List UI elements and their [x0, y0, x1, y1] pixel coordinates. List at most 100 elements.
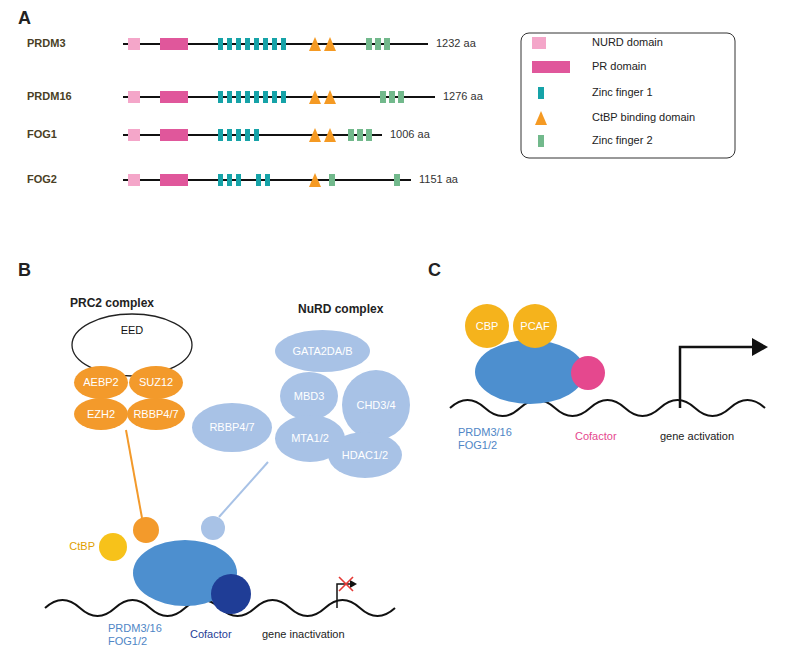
zinc-finger-1: [236, 174, 241, 186]
pr-domain: [160, 174, 188, 186]
cofactor-circle: Cofactor: [571, 356, 605, 390]
zinc-finger-2: [375, 38, 381, 50]
protein-name: PRDM16: [27, 90, 72, 103]
protein-name: FOG2: [27, 173, 57, 186]
prc2-subunit: RBBP4/7: [127, 398, 185, 430]
nurd-subunit-outline: [342, 370, 410, 440]
zinc-finger-2: [329, 38, 404, 186]
zinc-finger-1: [218, 129, 223, 141]
complex-anchor: [133, 516, 225, 543]
complex-tether: [126, 430, 142, 518]
zinc-finger-2: [384, 38, 390, 50]
complex-title: PRC2 complex: [70, 296, 154, 310]
promoter-arrow: [680, 347, 752, 408]
zinc-finger-1: [245, 38, 250, 50]
prc2-subunit-outline: [129, 366, 183, 399]
zinc-finger-2: [389, 91, 395, 103]
zinc-finger-2: [380, 91, 386, 103]
zinc-finger-1: [245, 129, 250, 141]
nurd-subunit-body: RBBP4/7: [192, 403, 272, 452]
ctbp-binding-domain: [309, 37, 336, 187]
factor-ellipse: PRDM3/16 FOG1/2: [475, 340, 585, 404]
protein-length: 1232 aa: [436, 37, 476, 50]
pr-domain: [160, 129, 188, 141]
nurd-domain: [128, 129, 140, 141]
zinc-finger-2: [394, 174, 400, 186]
corepressor-circle-outline: [99, 533, 127, 561]
prc2-subunit-outline: [74, 398, 128, 430]
dna-strand: [45, 400, 765, 616]
factor-ellipse-outline: [475, 340, 585, 404]
dna-strand: [450, 400, 765, 416]
nurd-subunit-label: RBBP4/7: [209, 421, 254, 434]
ctbp-binding-domain: [309, 128, 321, 142]
pr-domain: [160, 91, 188, 103]
nurd-subunit-body: GATA2DA/B: [275, 330, 370, 372]
zinc-finger-1: [227, 38, 232, 50]
ctbp-binding-domain: [324, 90, 336, 104]
legend-text: NURD domain: [592, 36, 663, 49]
zinc-finger-2: [357, 129, 363, 141]
prc2-subunit: SUZ12: [129, 366, 183, 399]
cofactor-circle: Cofactor: [211, 574, 251, 614]
legend-text: CtBP binding domain: [592, 111, 695, 124]
nurd-subunit-label: MBD3: [294, 390, 325, 403]
nurd-subunit: RBBP4/7: [192, 403, 272, 452]
zinc-finger-1: [263, 38, 268, 50]
coactivator-circle-outline: [513, 304, 557, 348]
protein-name: PRDM3: [27, 37, 66, 50]
corepressor-circle-label: CtBP: [69, 540, 95, 553]
zinc-finger-1: [218, 91, 223, 103]
nurd-domain: [128, 38, 140, 50]
prc2-subunit-body: RBBP4/7: [127, 398, 185, 430]
zinc-finger-1: [265, 174, 270, 186]
legend-swatch: [538, 87, 544, 99]
coactivator-circle: PCAF: [513, 304, 557, 348]
cofactor-circle-outline: [211, 574, 251, 614]
protein-length: 1276 aa: [443, 90, 483, 103]
protein-backbone: [123, 44, 435, 180]
coactivator-circle-body: PCAF: [513, 304, 557, 348]
promoter-arrow: [337, 338, 768, 608]
complex-title: NuRD complex: [298, 302, 383, 316]
cofactor-circle-outline: [211, 574, 251, 614]
zinc-finger-1: [236, 91, 241, 103]
zinc-finger-1: [281, 38, 286, 50]
legend-swatch: [538, 135, 544, 147]
zinc-finger-1: [254, 91, 259, 103]
nurd-subunit: GATA2DA/B: [275, 330, 370, 372]
zinc-finger-2: [366, 129, 372, 141]
nurd-subunit-label: GATA2DA/B: [292, 345, 352, 358]
complex-tether: [219, 462, 268, 517]
complex-subunit-ring-outline: [72, 314, 192, 376]
nurd-subunit-label: CHD3/4: [356, 399, 395, 412]
nurd-subunit-body: MBD3: [280, 372, 338, 420]
coactivator-circle-label: PCAF: [520, 320, 549, 333]
legend-text: PR domain: [592, 60, 646, 73]
ctbp-binding-domain: [324, 128, 336, 142]
prc2-subunit: EZH2: [74, 398, 128, 430]
zinc-finger-1: [236, 38, 241, 50]
ctbp-binding-domain: [309, 173, 321, 187]
factor-ellipse-outline: [475, 340, 585, 404]
nurd-subunit-body: HDAC1/2: [328, 432, 402, 478]
prc2-subunit-label: RBBP4/7: [133, 408, 178, 421]
zinc-finger-1: [218, 38, 286, 186]
zinc-finger-2: [398, 91, 404, 103]
zinc-finger-1: [254, 38, 259, 50]
zinc-finger-1: [227, 174, 232, 186]
pr-domain: [160, 38, 188, 186]
coactivator-circle-label: CBP: [476, 320, 499, 333]
prc2-subunit-outline: [74, 366, 128, 399]
nurd-domain: [128, 38, 140, 186]
factor-ellipse-label: PRDM3/16 FOG1/2: [458, 426, 520, 452]
protein-length: 1006 aa: [390, 128, 430, 141]
cofactor-circle-outline: [571, 356, 605, 390]
nurd-subunit-outline: [275, 330, 370, 372]
nurd-subunit-body: CHD3/4: [342, 370, 410, 440]
cofactor-circle-label: Cofactor: [190, 628, 232, 641]
ctbp-binding-domain: [324, 37, 336, 51]
complex-subunit-ring-outline: [72, 314, 192, 376]
legend-frame: [521, 33, 735, 158]
complex-anchor: [133, 517, 159, 543]
